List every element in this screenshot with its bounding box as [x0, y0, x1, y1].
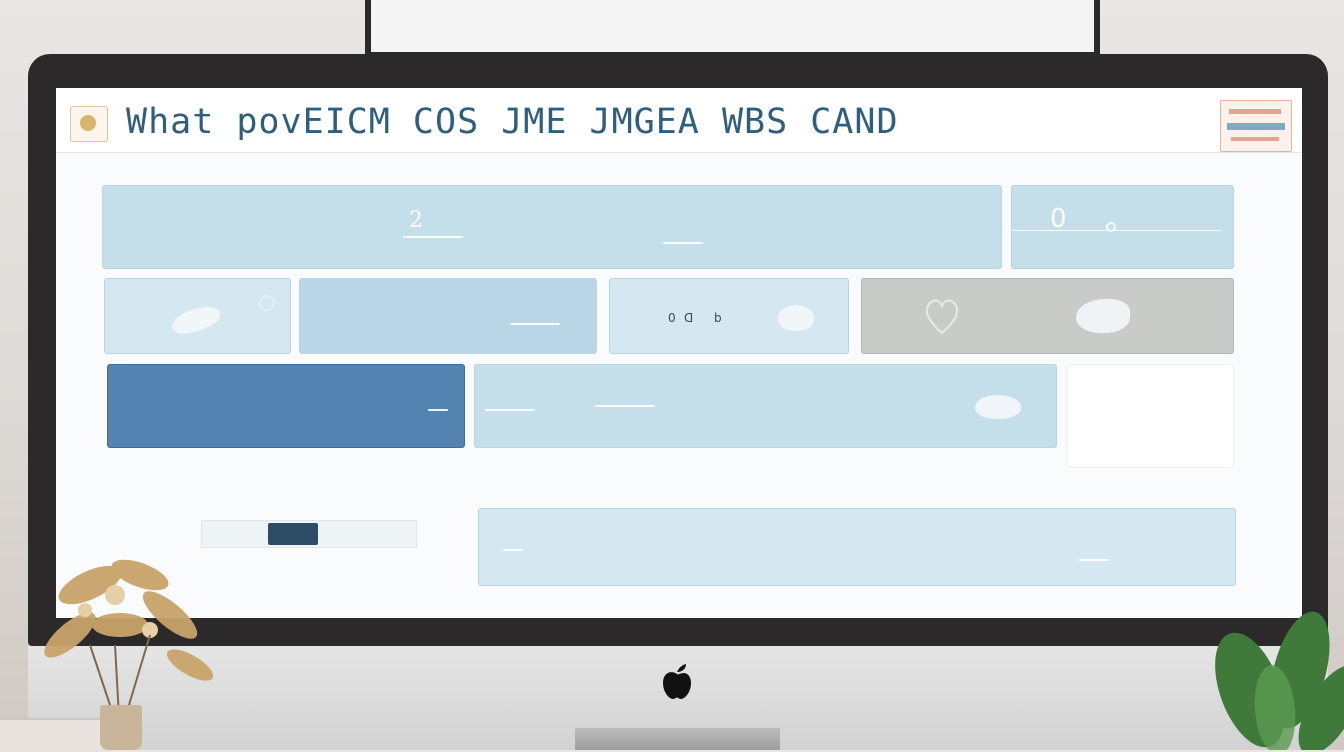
heart-icon	[925, 299, 959, 335]
swoosh-icon	[503, 549, 523, 551]
apple-logo-icon	[663, 664, 691, 699]
card-row2-a[interactable]	[299, 278, 597, 354]
swoosh-icon	[428, 409, 448, 411]
card-number: 0	[1050, 204, 1067, 234]
ring-icon	[259, 295, 275, 311]
leaf-plant-icon	[1215, 611, 1344, 750]
card-row2-small[interactable]	[104, 278, 291, 354]
card-row3-b[interactable]	[474, 364, 1057, 448]
wall-picture-frame	[365, 0, 1100, 58]
ring-icon	[1106, 222, 1116, 232]
card-label-left: 0	[668, 311, 676, 325]
swoosh-icon	[1079, 559, 1109, 561]
card-label-right: b	[714, 311, 722, 325]
book-stack	[0, 718, 110, 752]
screen: What povEICM COS JME JMGEA WBS CAND 2 0 …	[56, 88, 1302, 618]
pill-icon	[168, 301, 224, 339]
brand-logo-icon[interactable]	[70, 106, 108, 142]
page-header: What povEICM COS JME JMGEA WBS CAND	[56, 88, 1302, 153]
pill-icon	[778, 305, 814, 331]
pill-icon	[1076, 299, 1130, 333]
swoosh-icon	[485, 409, 535, 411]
card-row2-c[interactable]	[861, 278, 1234, 354]
stamp-line	[1227, 123, 1285, 130]
card-row3-c[interactable]	[1066, 364, 1234, 468]
plant-pot	[100, 705, 142, 750]
card-row2-b[interactable]: 0 ꓷ b	[609, 278, 849, 354]
pill-icon	[975, 395, 1021, 419]
swoosh-icon	[510, 323, 560, 325]
stamp-line	[1231, 137, 1279, 141]
card-row3-a[interactable]	[107, 364, 465, 448]
swoosh-icon	[595, 405, 655, 407]
card-row4-wide[interactable]	[478, 508, 1236, 586]
swoosh-icon	[1012, 230, 1222, 231]
card-number: 2	[409, 208, 423, 233]
swoosh-icon	[403, 236, 463, 238]
card-row1-a[interactable]: 2	[102, 185, 1002, 269]
swoosh-icon	[663, 242, 703, 244]
mini-card[interactable]	[201, 520, 417, 548]
stamp-badge	[1220, 100, 1292, 152]
page-title: What povEICM COS JME JMGEA WBS CAND	[126, 102, 899, 142]
mini-thumbnail	[268, 523, 318, 545]
card-row1-b[interactable]: 0	[1011, 185, 1234, 269]
card-label-mid: ꓷ	[684, 311, 694, 325]
stamp-line	[1229, 109, 1281, 114]
monitor-stand	[575, 728, 780, 750]
